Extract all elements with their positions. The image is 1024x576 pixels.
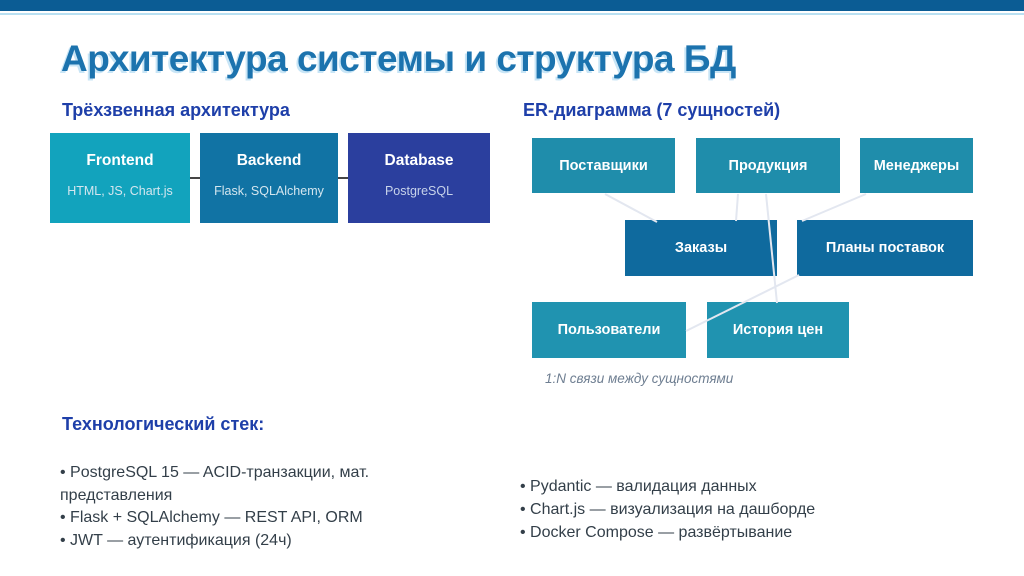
tech-stack-list-left: PostgreSQL 15 — ACID-транзакции, мат. пр…	[60, 462, 432, 552]
three-tier-heading: Трёхзвенная архитектура	[62, 100, 290, 120]
list-item: Flask + SQLAlchemy — REST API, ORM	[60, 507, 432, 530]
relation-products-orders	[735, 193, 739, 222]
top-accent-bar	[0, 0, 1024, 11]
tier-database-title: Database	[384, 152, 454, 169]
er-caption: 1:N связи между сущностями	[545, 371, 734, 386]
tier-frontend-detail: HTML, JS, Chart.js	[67, 184, 173, 198]
relation-managers-plans	[801, 193, 867, 222]
tier-frontend-title: Frontend	[86, 152, 154, 169]
tech-stack-list-right: Pydantic — валидация данных Chart.js — в…	[520, 475, 960, 544]
entity-box-supply-plans: Планы поставок	[797, 220, 973, 276]
tier-connector-line	[338, 177, 348, 179]
tech-stack-heading: Технологический стек:	[62, 414, 265, 434]
list-item: JWT — аутентификация (24ч)	[60, 530, 432, 553]
page-title: Архитектура системы и структура БД	[61, 38, 736, 79]
entity-box-price-history: История цен	[707, 302, 849, 358]
tier-box-database: Database PostgreSQL	[348, 133, 490, 223]
tier-database-detail: PostgreSQL	[384, 184, 454, 198]
relation-suppliers-orders	[604, 193, 658, 223]
tier-box-backend: Backend Flask, SQLAlchemy	[200, 133, 338, 223]
tier-connector-line	[190, 177, 200, 179]
tier-backend-detail: Flask, SQLAlchemy	[214, 184, 324, 198]
entity-box-managers: Менеджеры	[860, 138, 973, 193]
tier-box-frontend: Frontend HTML, JS, Chart.js	[50, 133, 190, 223]
tier-backend-title: Backend	[236, 152, 302, 169]
entity-box-orders: Заказы	[625, 220, 777, 276]
list-item: Pydantic — валидация данных	[520, 475, 960, 498]
list-item: Chart.js — визуализация на дашборде	[520, 498, 960, 521]
entity-box-suppliers: Поставщики	[532, 138, 675, 193]
entity-box-users: Пользователи	[532, 302, 686, 358]
er-diagram-heading: ER-диаграмма (7 сущностей)	[523, 100, 781, 120]
list-item: PostgreSQL 15 — ACID-транзакции, мат. пр…	[60, 462, 432, 507]
top-accent-line	[0, 13, 1024, 15]
entity-box-products: Продукция	[696, 138, 840, 193]
list-item: Docker Compose — развёртывание	[520, 521, 960, 544]
